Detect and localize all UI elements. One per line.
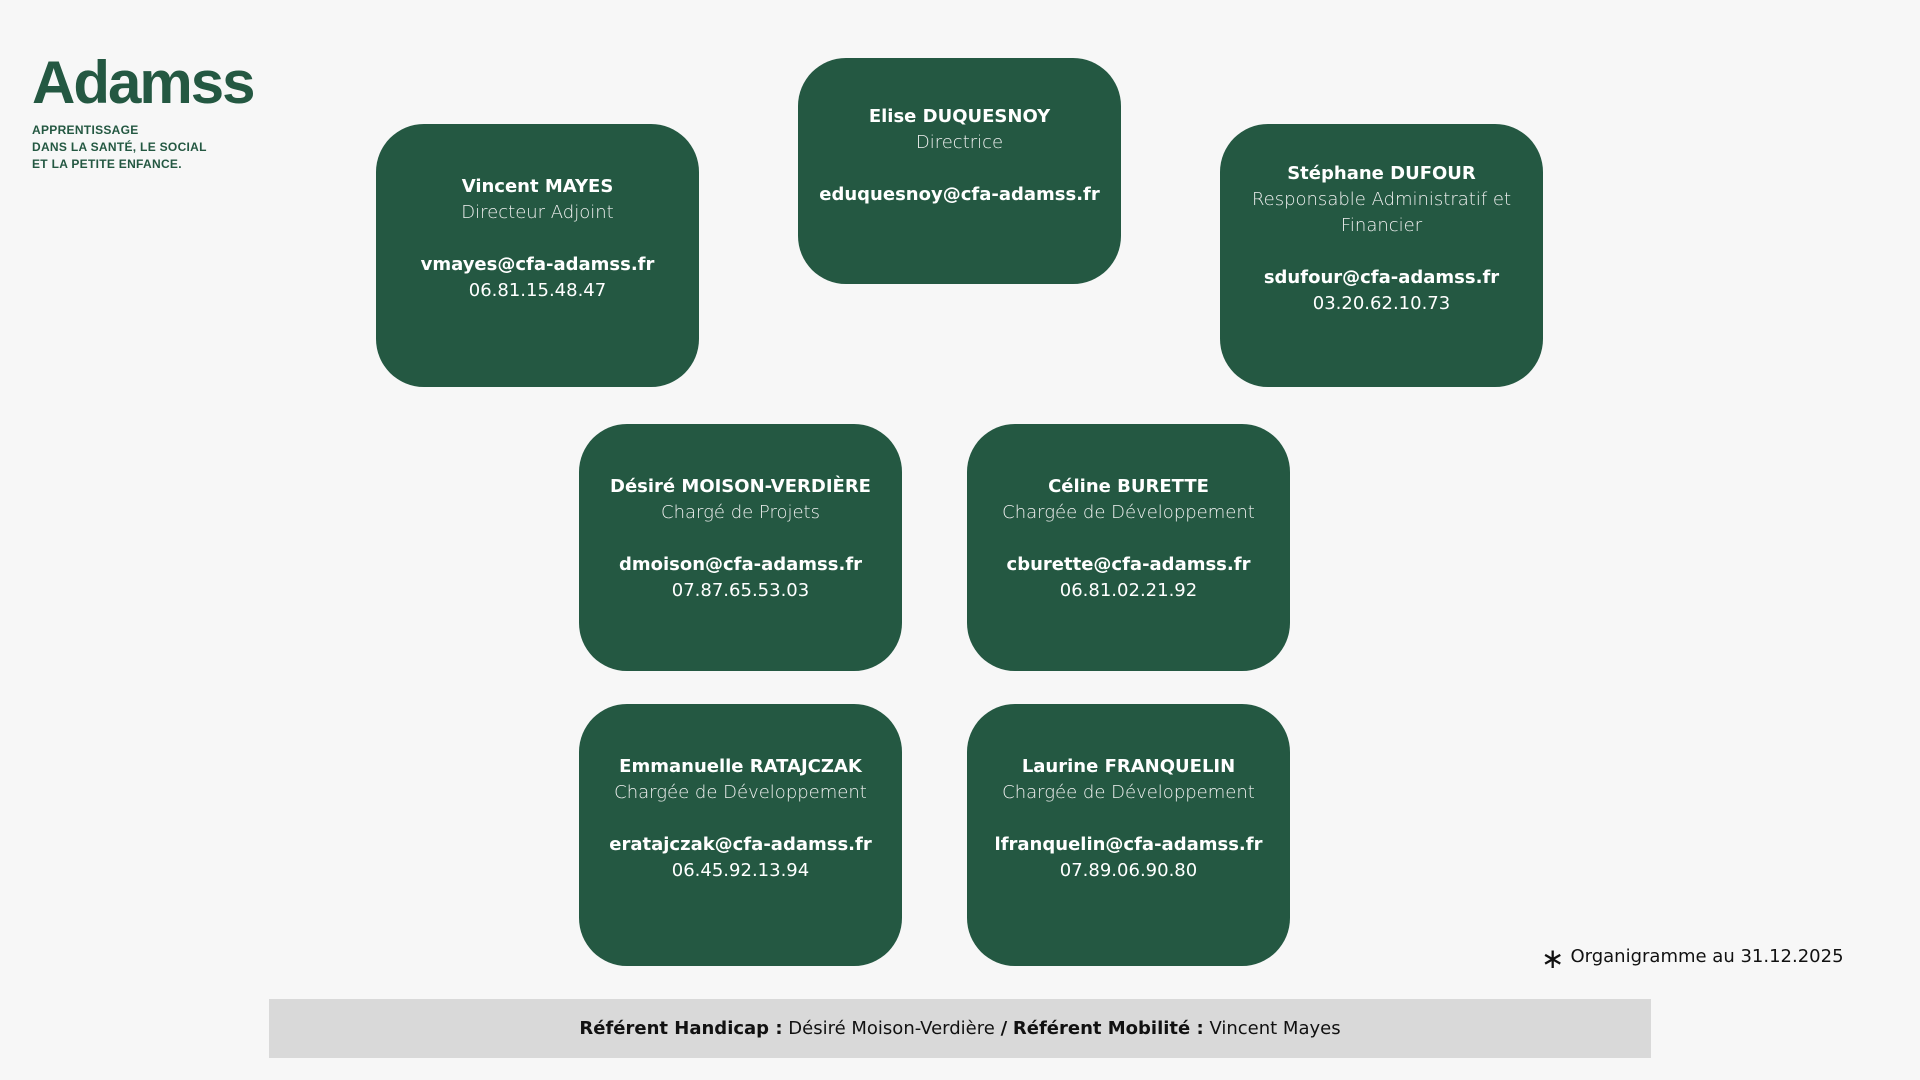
separator: / bbox=[1000, 1018, 1008, 1039]
referents-footer: Référent Handicap : Désiré Moison-Verdiè… bbox=[269, 999, 1651, 1058]
logo-tagline: APPRENTISSAGE DANS LA SANTÉ, LE SOCIAL E… bbox=[32, 122, 253, 173]
staff-email[interactable]: sdufour@cfa-adamss.fr bbox=[1263, 267, 1500, 288]
handicap-name: Désiré Moison-Verdière bbox=[788, 1018, 995, 1039]
tagline-line: DANS LA SANTÉ, LE SOCIAL bbox=[32, 140, 207, 154]
staff-email[interactable]: eduquesnoy@cfa-adamss.fr bbox=[819, 184, 1100, 205]
staff-role: Directrice bbox=[915, 132, 1004, 153]
staff-phone: 07.87.65.53.03 bbox=[671, 580, 810, 601]
staff-role: Chargée de Développement bbox=[1002, 502, 1255, 523]
staff-phone: 06.45.92.13.94 bbox=[671, 860, 810, 881]
staff-email[interactable]: vmayes@cfa-adamss.fr bbox=[420, 254, 655, 275]
staff-role: Chargé de Projets bbox=[661, 502, 820, 523]
tagline-line: APPRENTISSAGE bbox=[32, 123, 139, 137]
logo: Adamss APPRENTISSAGE DANS LA SANTÉ, LE S… bbox=[32, 49, 255, 173]
tagline-line: ET LA PETITE ENFANCE. bbox=[32, 157, 182, 171]
staff-email[interactable]: eratajczak@cfa-adamss.fr bbox=[609, 834, 872, 855]
staff-role: Responsable Administratif et Financier bbox=[1251, 189, 1512, 236]
staff-card: Stéphane DUFOUR Responsable Administratif… bbox=[1220, 124, 1543, 387]
staff-email[interactable]: lfranquelin@cfa-adamss.fr bbox=[994, 834, 1263, 855]
asterisk-icon: ∗ bbox=[1541, 942, 1565, 975]
staff-name: Emmanuelle RATAJCZAK bbox=[619, 756, 862, 777]
staff-card: Désiré MOISON-VERDIÈRE Chargé de Projets d… bbox=[579, 424, 902, 671]
staff-phone: 03.20.62.10.73 bbox=[1312, 293, 1451, 314]
staff-name: Céline BURETTE bbox=[1048, 476, 1209, 497]
staff-phone: 06.81.15.48.47 bbox=[468, 280, 607, 301]
staff-phone: 07.89.06.90.80 bbox=[1059, 860, 1198, 881]
mobilite-label: Référent Mobilité : bbox=[1012, 1018, 1204, 1039]
staff-name: Désiré MOISON-VERDIÈRE bbox=[610, 476, 871, 497]
staff-email[interactable]: dmoison@cfa-adamss.fr bbox=[618, 554, 863, 575]
staff-card: Emmanuelle RATAJCZAK Chargée de Développe… bbox=[579, 704, 902, 966]
staff-card: Elise DUQUESNOY Directrice eduquesnoy@cfa-… bbox=[798, 58, 1121, 284]
date-note: ∗Organigramme au 31.12.2025 bbox=[1541, 942, 1844, 975]
staff-card: Vincent MAYES Directeur Adjoint vmayes@cfa… bbox=[376, 124, 699, 387]
staff-name: Vincent MAYES bbox=[461, 176, 614, 197]
date-note-text: Organigramme au 31.12.2025 bbox=[1570, 946, 1844, 967]
handicap-label: Référent Handicap : bbox=[579, 1018, 783, 1039]
staff-role: Directeur Adjoint bbox=[461, 202, 614, 223]
staff-name: Laurine FRANQUELIN bbox=[1021, 756, 1236, 777]
staff-role: Chargée de Développement bbox=[1002, 782, 1255, 803]
mobilite-name: Vincent Mayes bbox=[1209, 1018, 1341, 1039]
staff-role: Chargée de Développement bbox=[614, 782, 867, 803]
staff-name: Elise DUQUESNOY bbox=[868, 106, 1051, 127]
logo-wordmark: Adamss bbox=[32, 49, 255, 116]
staff-card: Céline BURETTE Chargée de Développement cb… bbox=[967, 424, 1290, 671]
staff-email[interactable]: cburette@cfa-adamss.fr bbox=[1006, 554, 1251, 575]
staff-name: Stéphane DUFOUR bbox=[1287, 163, 1476, 184]
staff-card: Laurine FRANQUELIN Chargée de Développeme… bbox=[967, 704, 1290, 966]
staff-phone: 06.81.02.21.92 bbox=[1059, 580, 1198, 601]
